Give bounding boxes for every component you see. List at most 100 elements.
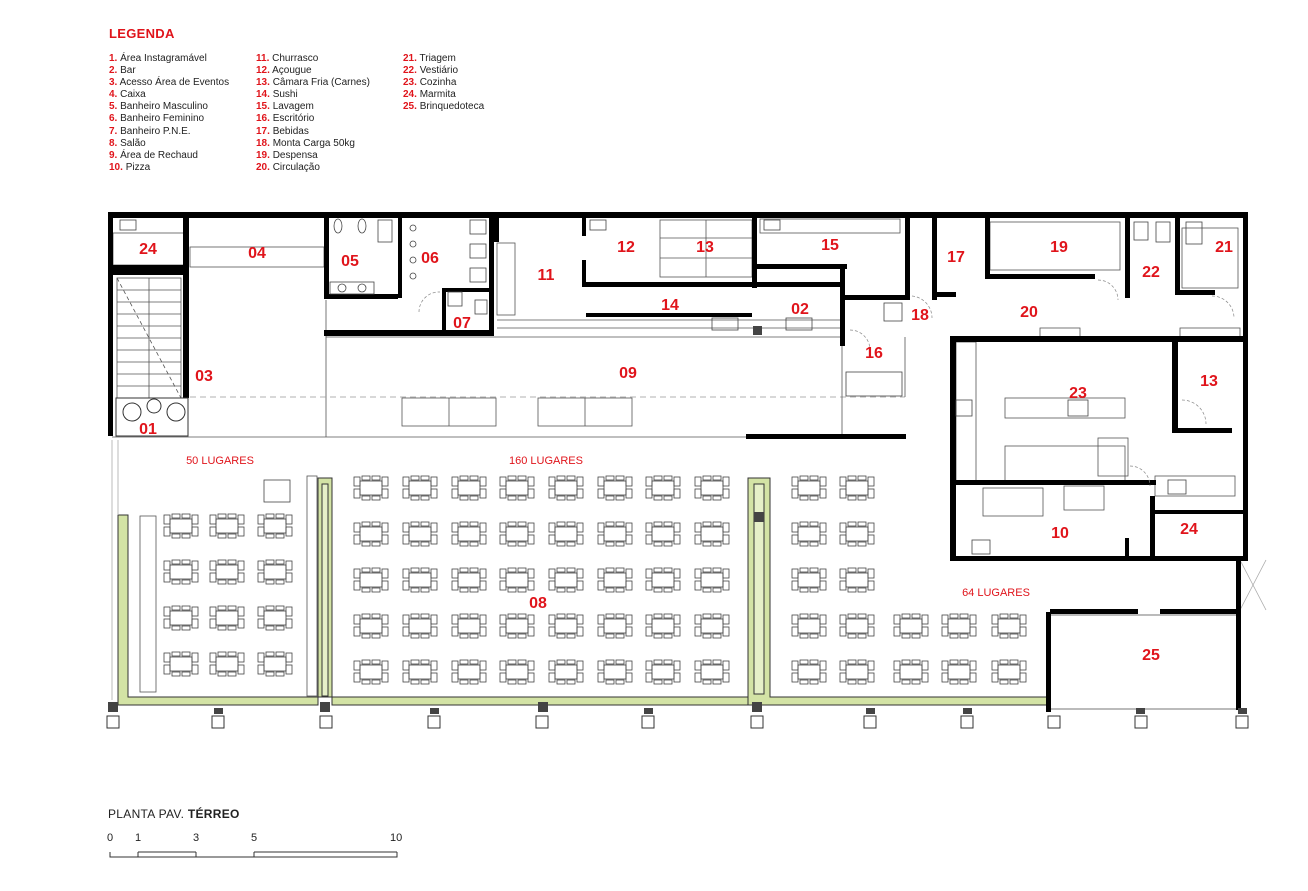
dining-table-set (548, 613, 584, 639)
scale-tick-label: 5 (251, 832, 258, 844)
legend-item: 5. Banheiro Masculino (109, 101, 208, 113)
dining-table-set (257, 605, 293, 631)
legend-item: 8. Salão (109, 137, 146, 149)
scale-tick-label: 10 (390, 832, 403, 844)
dining-table-set (163, 651, 199, 677)
dining-table-set (499, 613, 535, 639)
legend-column-3: 21. Triagem 22. Vestiário 23. Cozinha 24… (403, 53, 484, 113)
capacity-labels: 50 LUGARES 160 LUGARES 64 LUGARES (186, 455, 1030, 599)
legend-item: 14. Sushi (256, 89, 298, 101)
dining-table-set (597, 613, 633, 639)
dining-table-set (548, 475, 584, 501)
legend-item: 10. Pizza (109, 161, 151, 173)
dining-table-set (893, 613, 929, 639)
scale-tick-label: 0 (107, 832, 114, 844)
room-label-21: 21 (1215, 239, 1233, 256)
capacity-center: 160 LUGARES (509, 455, 583, 467)
room-label-12: 12 (617, 239, 635, 256)
room-label-03: 03 (195, 368, 213, 385)
room-label-10: 10 (1051, 525, 1069, 542)
dining-table-set (353, 521, 389, 547)
dining-table-set (645, 659, 681, 685)
dining-table-set (694, 521, 730, 547)
legend-item: 9. Área de Rechaud (109, 149, 198, 161)
dining-table-set (163, 513, 199, 539)
room-label-22: 22 (1142, 264, 1160, 281)
dining-table-set (694, 613, 730, 639)
dining-table-set (791, 567, 827, 593)
dining-table-set (645, 613, 681, 639)
dining-table-set (597, 475, 633, 501)
doors (418, 279, 1235, 487)
legend-item: 7. Banheiro P.N.E. (109, 125, 191, 137)
scale-bar (109, 851, 398, 858)
legend-item: 12. Açougue (256, 65, 312, 77)
legend-item: 18. Monta Carga 50kg (256, 137, 355, 149)
legend-item: 17. Bebidas (256, 125, 309, 137)
capacity-right: 64 LUGARES (962, 587, 1030, 599)
room-label-13b: 13 (1200, 373, 1218, 390)
dining-table-set (209, 605, 245, 631)
room-label-17: 17 (947, 249, 965, 266)
dining-table-set (791, 475, 827, 501)
dining-table-set (791, 659, 827, 685)
dining-table-set (597, 659, 633, 685)
scale-tick-label: 3 (193, 832, 200, 844)
room-label-08: 08 (529, 595, 547, 612)
room-label-13: 13 (696, 239, 714, 256)
room-label-11: 11 (538, 267, 555, 284)
dining-table-set (548, 521, 584, 547)
room-label-02: 02 (791, 301, 809, 318)
room-label-18: 18 (911, 307, 929, 324)
dining-table-set (839, 613, 875, 639)
dining-table-set (209, 559, 245, 585)
legend-item: 11. Churrasco (256, 53, 319, 64)
dining-table-set (694, 475, 730, 501)
plan-title-prefix: PLANTA PAV. (108, 807, 185, 821)
room-label-15: 15 (821, 237, 839, 254)
legend-item: 3. Acesso Área de Eventos (109, 77, 230, 89)
dining-table-set (163, 605, 199, 631)
dining-table-set (791, 521, 827, 547)
dining-table-set (645, 567, 681, 593)
room-label-04: 04 (248, 245, 266, 262)
dining-table-set (645, 475, 681, 501)
room-label-20: 20 (1020, 304, 1038, 321)
dining-table-set (163, 559, 199, 585)
legend-item: 6. Banheiro Feminino (109, 113, 205, 125)
dining-table-set (694, 659, 730, 685)
dining-table-set (499, 475, 535, 501)
dining-table-set (839, 567, 875, 593)
dining-table-set (941, 659, 977, 685)
dining-table-set (499, 659, 535, 685)
dining-table-set (645, 521, 681, 547)
room-label-24: 24 (139, 241, 157, 258)
planters (117, 477, 1051, 706)
legend-column-2: 11. Churrasco 12. Açougue 13. Câmara Fri… (256, 53, 370, 174)
dining-table-set (451, 475, 487, 501)
dining-table-set (402, 475, 438, 501)
legend-item: 24. Marmita (403, 89, 456, 101)
dining-tables (163, 475, 1027, 685)
walls (108, 212, 1248, 712)
legend-column-1: 1. Área Instagramável 2. Bar 3. Acesso Á… (109, 53, 229, 174)
legend-item: 15. Lavagem (256, 101, 314, 113)
legend-item: 13. Câmara Fria (Carnes) (256, 77, 370, 89)
legend-item: 4. Caixa (109, 89, 146, 101)
room-label-24b: 24 (1180, 521, 1198, 538)
plan-title: PLANTA PAV. TÉRREO (108, 807, 240, 821)
dining-table-set (548, 659, 584, 685)
dining-table-set (597, 567, 633, 593)
dining-table-set (451, 521, 487, 547)
dining-table-set (257, 559, 293, 585)
dining-table-set (991, 659, 1027, 685)
dining-table-set (353, 659, 389, 685)
thin-lines (111, 218, 1267, 710)
legend-item: 25. Brinquedoteca (403, 101, 485, 113)
scale-tick-label: 1 (135, 832, 142, 844)
room-label-16: 16 (865, 345, 883, 362)
room-label-07: 07 (453, 315, 471, 332)
legend-item: 21. Triagem (403, 53, 456, 64)
room-label-19: 19 (1050, 239, 1068, 256)
